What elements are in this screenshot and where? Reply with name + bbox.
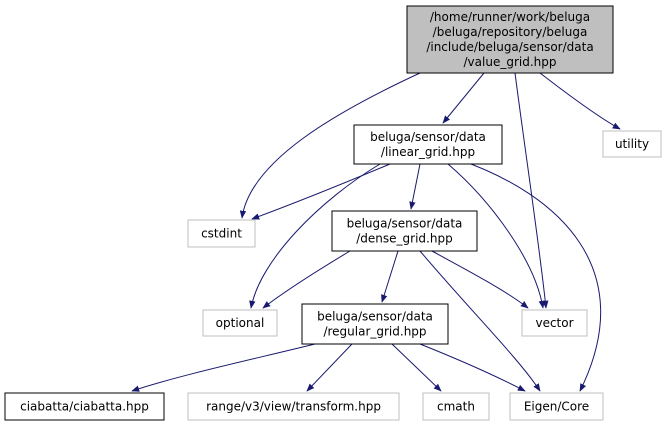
- edge-regular-grid-to-range-transform: [306, 343, 353, 392]
- node-box: [202, 309, 278, 337]
- node-label-line: Eigen/Core: [524, 400, 589, 414]
- edge-regular-grid-to-eigen-core: [419, 343, 526, 392]
- edge-linear-grid-to-dense-grid: [409, 163, 421, 210]
- node-regular-grid[interactable]: beluga/sensor/data/regular_grid.hpp: [301, 303, 449, 345]
- edge-linear-grid-to-eigen-core: [459, 159, 601, 392]
- edge-regular-grid-to-ciabatta: [131, 343, 316, 392]
- node-label-line: vector: [535, 316, 573, 330]
- node-linear-grid[interactable]: beluga/sensor/data/linear_grid.hpp: [353, 124, 503, 165]
- edge-value-grid-to-cstdint: [239, 72, 421, 219]
- node-label-line: optional: [216, 316, 265, 330]
- node-value-grid[interactable]: /home/runner/work/beluga/beluga/reposito…: [406, 5, 614, 74]
- node-label-line: ciabatta/ciabatta.hpp: [20, 400, 149, 414]
- node-label-line: utility: [615, 137, 649, 151]
- edge-dense-grid-to-regular-grid: [381, 250, 399, 303]
- node-box: [509, 392, 604, 421]
- node-dense-grid[interactable]: beluga/sensor/data/dense_grid.hpp: [331, 210, 478, 252]
- node-label-line: /beluga/repository/beluga: [433, 25, 588, 39]
- node-box: [422, 392, 490, 421]
- node-cmath[interactable]: cmath: [422, 392, 490, 421]
- node-box: [301, 303, 449, 345]
- node-box: [331, 210, 478, 252]
- node-box: [187, 219, 256, 248]
- node-label-line: /linear_grid.hpp: [381, 145, 475, 159]
- edge-linear-grid-to-vector: [447, 163, 545, 309]
- edge-dense-grid-to-vector: [431, 250, 529, 309]
- node-box: [521, 309, 588, 337]
- node-utility[interactable]: utility: [602, 130, 662, 158]
- node-box: [353, 124, 503, 165]
- node-label-line: range/v3/view/transform.hpp: [206, 400, 381, 414]
- edge-regular-grid-to-cmath: [391, 343, 442, 392]
- node-label-line: /include/beluga/sensor/data: [426, 40, 593, 54]
- node-label-line: /dense_grid.hpp: [356, 232, 452, 246]
- node-cstdint[interactable]: cstdint: [187, 219, 256, 248]
- node-box: [406, 5, 614, 74]
- dependency-nodes: /home/runner/work/beluga/beluga/reposito…: [4, 5, 662, 421]
- edge-linear-grid-to-optional: [249, 163, 381, 309]
- node-box: [187, 392, 400, 421]
- node-optional[interactable]: optional: [202, 309, 278, 337]
- node-label-line: /regular_grid.hpp: [323, 325, 426, 339]
- node-box: [602, 130, 662, 158]
- dependency-edges: [131, 72, 621, 392]
- node-label-line: cmath: [437, 400, 475, 414]
- edge-value-grid-to-linear-grid: [442, 72, 485, 124]
- node-label-line: /home/runner/work/beluga: [430, 10, 590, 24]
- node-label-line: beluga/sensor/data: [370, 130, 486, 144]
- edge-value-grid-to-vector: [514, 72, 549, 309]
- node-label-line: beluga/sensor/data: [347, 217, 463, 231]
- node-label-line: cstdint: [201, 227, 242, 241]
- edge-dense-grid-to-eigen-core: [419, 250, 541, 392]
- edge-value-grid-to-utility: [539, 72, 621, 130]
- node-box: [4, 392, 165, 421]
- node-eigen-core[interactable]: Eigen/Core: [509, 392, 604, 421]
- node-range-transform[interactable]: range/v3/view/transform.hpp: [187, 392, 400, 421]
- edge-linear-grid-to-cstdint: [251, 163, 391, 220]
- node-ciabatta[interactable]: ciabatta/ciabatta.hpp: [4, 392, 165, 421]
- node-label-line: /value_grid.hpp: [464, 55, 557, 69]
- node-label-line: beluga/sensor/data: [317, 310, 433, 324]
- node-vector[interactable]: vector: [521, 309, 588, 337]
- edge-dense-grid-to-optional: [262, 250, 351, 309]
